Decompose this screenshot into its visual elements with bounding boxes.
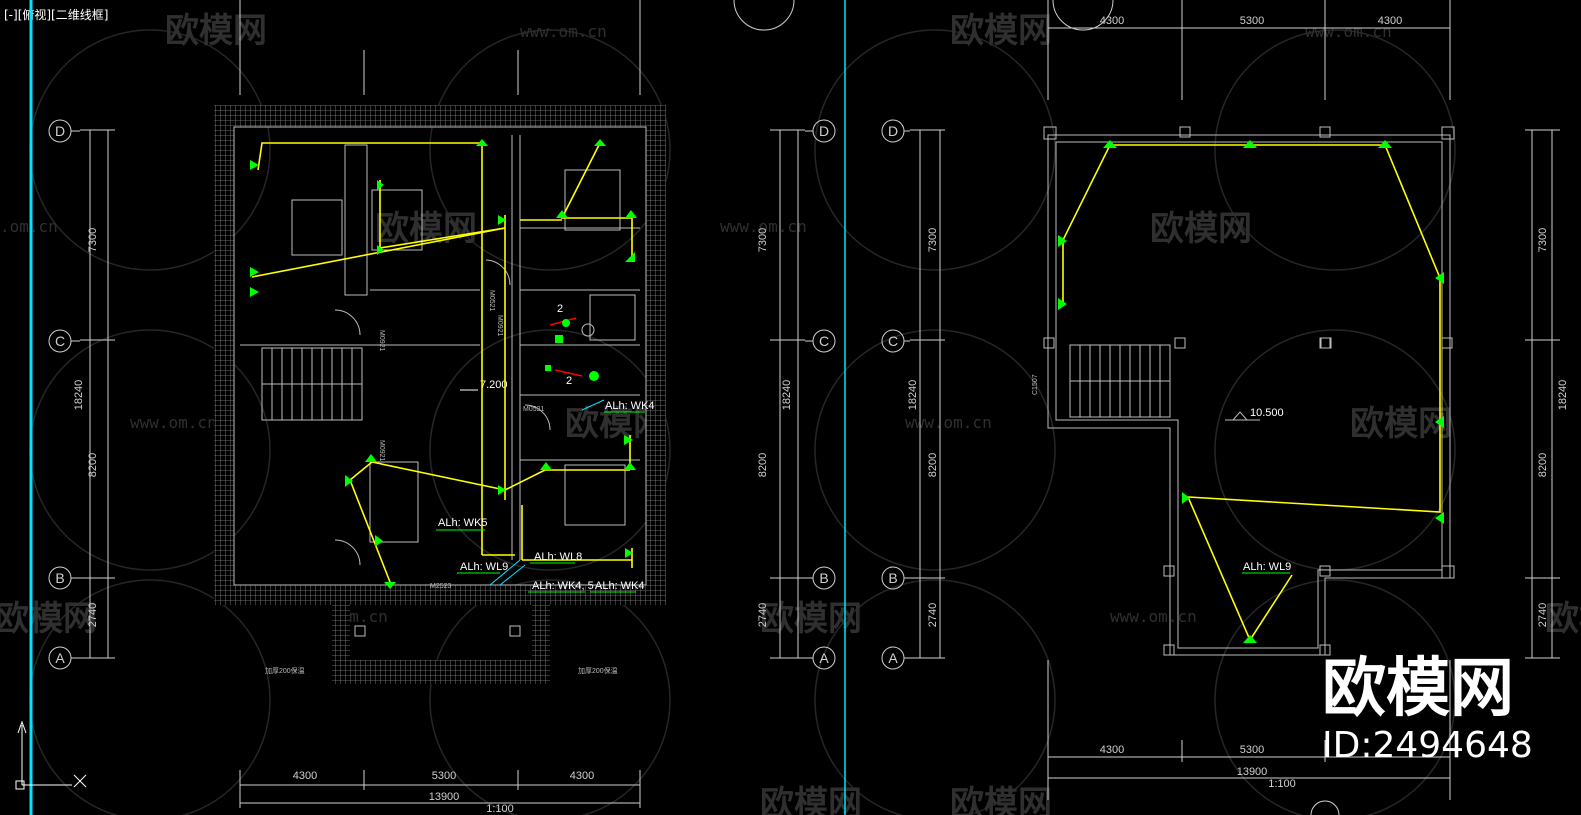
balcony-note: 加厚200保温 xyxy=(265,666,305,675)
circuit-label-wl9: ALh: WL9 xyxy=(460,561,508,573)
dim-bay-mid: 5300 xyxy=(1240,15,1264,27)
dim-span-bottom: 2740 xyxy=(1537,603,1549,627)
axis-label-d: D xyxy=(55,123,65,139)
dim-bay-right: 4300 xyxy=(1378,15,1402,27)
dim-total-height: 18240 xyxy=(73,380,85,411)
right-dimension-lines xyxy=(910,0,1560,800)
axis-label-b: B xyxy=(888,570,897,586)
dim-span-top: 7300 xyxy=(1537,228,1549,252)
watermark-url: www.om.cn xyxy=(1110,607,1197,626)
window-tag: C1507 xyxy=(1032,374,1039,395)
dim-bay-mid: 5300 xyxy=(1240,744,1264,756)
circuit-label-wl8: ALh: WL8 xyxy=(534,551,582,563)
dim-bay-left: 4300 xyxy=(1100,15,1124,27)
dim-bay-right: 4300 xyxy=(570,770,594,782)
dim-total-height: 18240 xyxy=(781,380,793,411)
watermark-logo: 欧模网 xyxy=(1150,209,1252,249)
watermark-logo: 欧模网 xyxy=(950,784,1052,815)
dim-span-mid: 8200 xyxy=(1537,453,1549,477)
balcony-wall-hatch xyxy=(332,585,550,684)
floor-elevation: 7.200 xyxy=(480,379,508,391)
dim-span-bottom: 2740 xyxy=(87,603,99,627)
watermark-logo: 欧模网 xyxy=(165,11,267,51)
watermark-url: .om.cn xyxy=(0,217,58,236)
watermark-text-layer: 欧模网 欧模网 欧模网 欧模网 欧模网 欧模网 欧模网 欧模网 欧模网 欧模网 … xyxy=(0,11,1581,815)
axis-label-b: B xyxy=(819,570,828,586)
circuit-label-wk5: ALh: WK5 xyxy=(438,517,488,529)
axis-label-d: D xyxy=(888,123,898,139)
axis-label-c: C xyxy=(888,333,898,349)
dim-span-mid: 8200 xyxy=(927,453,939,477)
door-tag: M2523 xyxy=(430,583,452,590)
left-axis-bubbles xyxy=(48,119,836,670)
dim-total-width: 13900 xyxy=(1237,766,1268,778)
dim-span-bottom: 2740 xyxy=(927,603,939,627)
watermark-url: www.om.cn xyxy=(520,22,607,41)
watermark-url: www.om.cn xyxy=(130,413,217,432)
watermark-layer xyxy=(29,29,1456,815)
dim-span-mid: 8200 xyxy=(87,453,99,477)
roof-outline xyxy=(1043,126,1455,656)
badge-id: ID:2494648 xyxy=(1322,725,1533,766)
circuit-label-wk4: ALh: WK4 xyxy=(595,580,645,592)
door-tag: M0521 xyxy=(488,290,495,312)
axis-label-a: A xyxy=(55,650,65,666)
door-tag: M0521 xyxy=(523,406,545,413)
right-axis-bubbles xyxy=(733,0,1340,815)
drawing-scale: 1:100 xyxy=(1268,778,1296,790)
right-floor-plan[interactable]: 4300 5300 4300 4300 5300 13900 1:100 730… xyxy=(733,0,1569,815)
watermark-logo: 欧模网 xyxy=(760,784,862,815)
dim-span-top: 7300 xyxy=(87,228,99,252)
dim-total-height: 18240 xyxy=(1557,380,1569,411)
axis-label-d: D xyxy=(819,123,829,139)
dim-span-top: 7300 xyxy=(927,228,939,252)
drawing-scale: 1:100 xyxy=(486,803,514,815)
dim-span-top: 7300 xyxy=(757,228,769,252)
watermark-logo: 欧模网 xyxy=(1545,599,1581,639)
dim-bay-left: 4300 xyxy=(1100,744,1124,756)
axis-label-a: A xyxy=(819,650,829,666)
roof-elevation: 10.500 xyxy=(1250,407,1284,419)
roof-drain xyxy=(1320,337,1332,349)
watermark-logo: 欧模网 xyxy=(760,599,862,639)
circuit-label-wk45: ALh: WK4, 5 xyxy=(532,580,594,592)
left-wiring xyxy=(251,142,633,583)
watermark-logo: 欧模网 xyxy=(375,209,477,249)
badge-title: 欧模网 xyxy=(1322,652,1514,726)
interior-walls xyxy=(233,126,647,637)
circuit-label-wk4: ALh: WK4 xyxy=(605,400,655,412)
watermark-logo: 欧模网 xyxy=(1350,404,1452,444)
balcony-note: 加厚200保温 xyxy=(578,666,618,675)
door-tag: M0921 xyxy=(378,330,385,352)
left-dimension-lines xyxy=(80,0,805,808)
axis-label-c: C xyxy=(55,333,65,349)
ucs-icon[interactable] xyxy=(15,720,87,790)
dim-bay-left: 4300 xyxy=(293,770,317,782)
dim-total-width: 13900 xyxy=(429,791,460,803)
axis-label-c: C xyxy=(819,333,829,349)
watermark-url: www.om.cn xyxy=(720,217,807,236)
circuit-arrows xyxy=(489,399,605,586)
dim-total-height: 18240 xyxy=(907,380,919,411)
leader-lines xyxy=(436,411,645,593)
left-floor-plan[interactable]: 7300 8200 2740 18240 7300 8200 2740 1824… xyxy=(48,0,836,815)
dim-span-mid: 8200 xyxy=(757,453,769,477)
axis-label-b: B xyxy=(55,570,64,586)
circuit-label-wl9: ALh: WL9 xyxy=(1243,561,1291,573)
switch-count: 2 xyxy=(557,303,563,315)
dim-span-bottom: 2740 xyxy=(757,603,769,627)
dim-bay-mid: 5300 xyxy=(432,770,456,782)
door-tag: M0921 xyxy=(496,315,503,337)
switch-count: 2 xyxy=(566,375,572,387)
light-fixtures xyxy=(250,139,637,589)
door-tag: M0921 xyxy=(378,440,385,462)
light-fixtures xyxy=(1058,140,1444,643)
watermark-badge: 欧模网 ID:2494648 xyxy=(1322,652,1533,766)
axis-label-a: A xyxy=(888,650,898,666)
watermark-url: www.om.cn xyxy=(905,413,992,432)
watermark-logo: 欧模网 xyxy=(0,599,97,639)
watermark-url: www.om.cn xyxy=(1305,22,1392,41)
watermark-logo: 欧模网 xyxy=(950,11,1052,51)
